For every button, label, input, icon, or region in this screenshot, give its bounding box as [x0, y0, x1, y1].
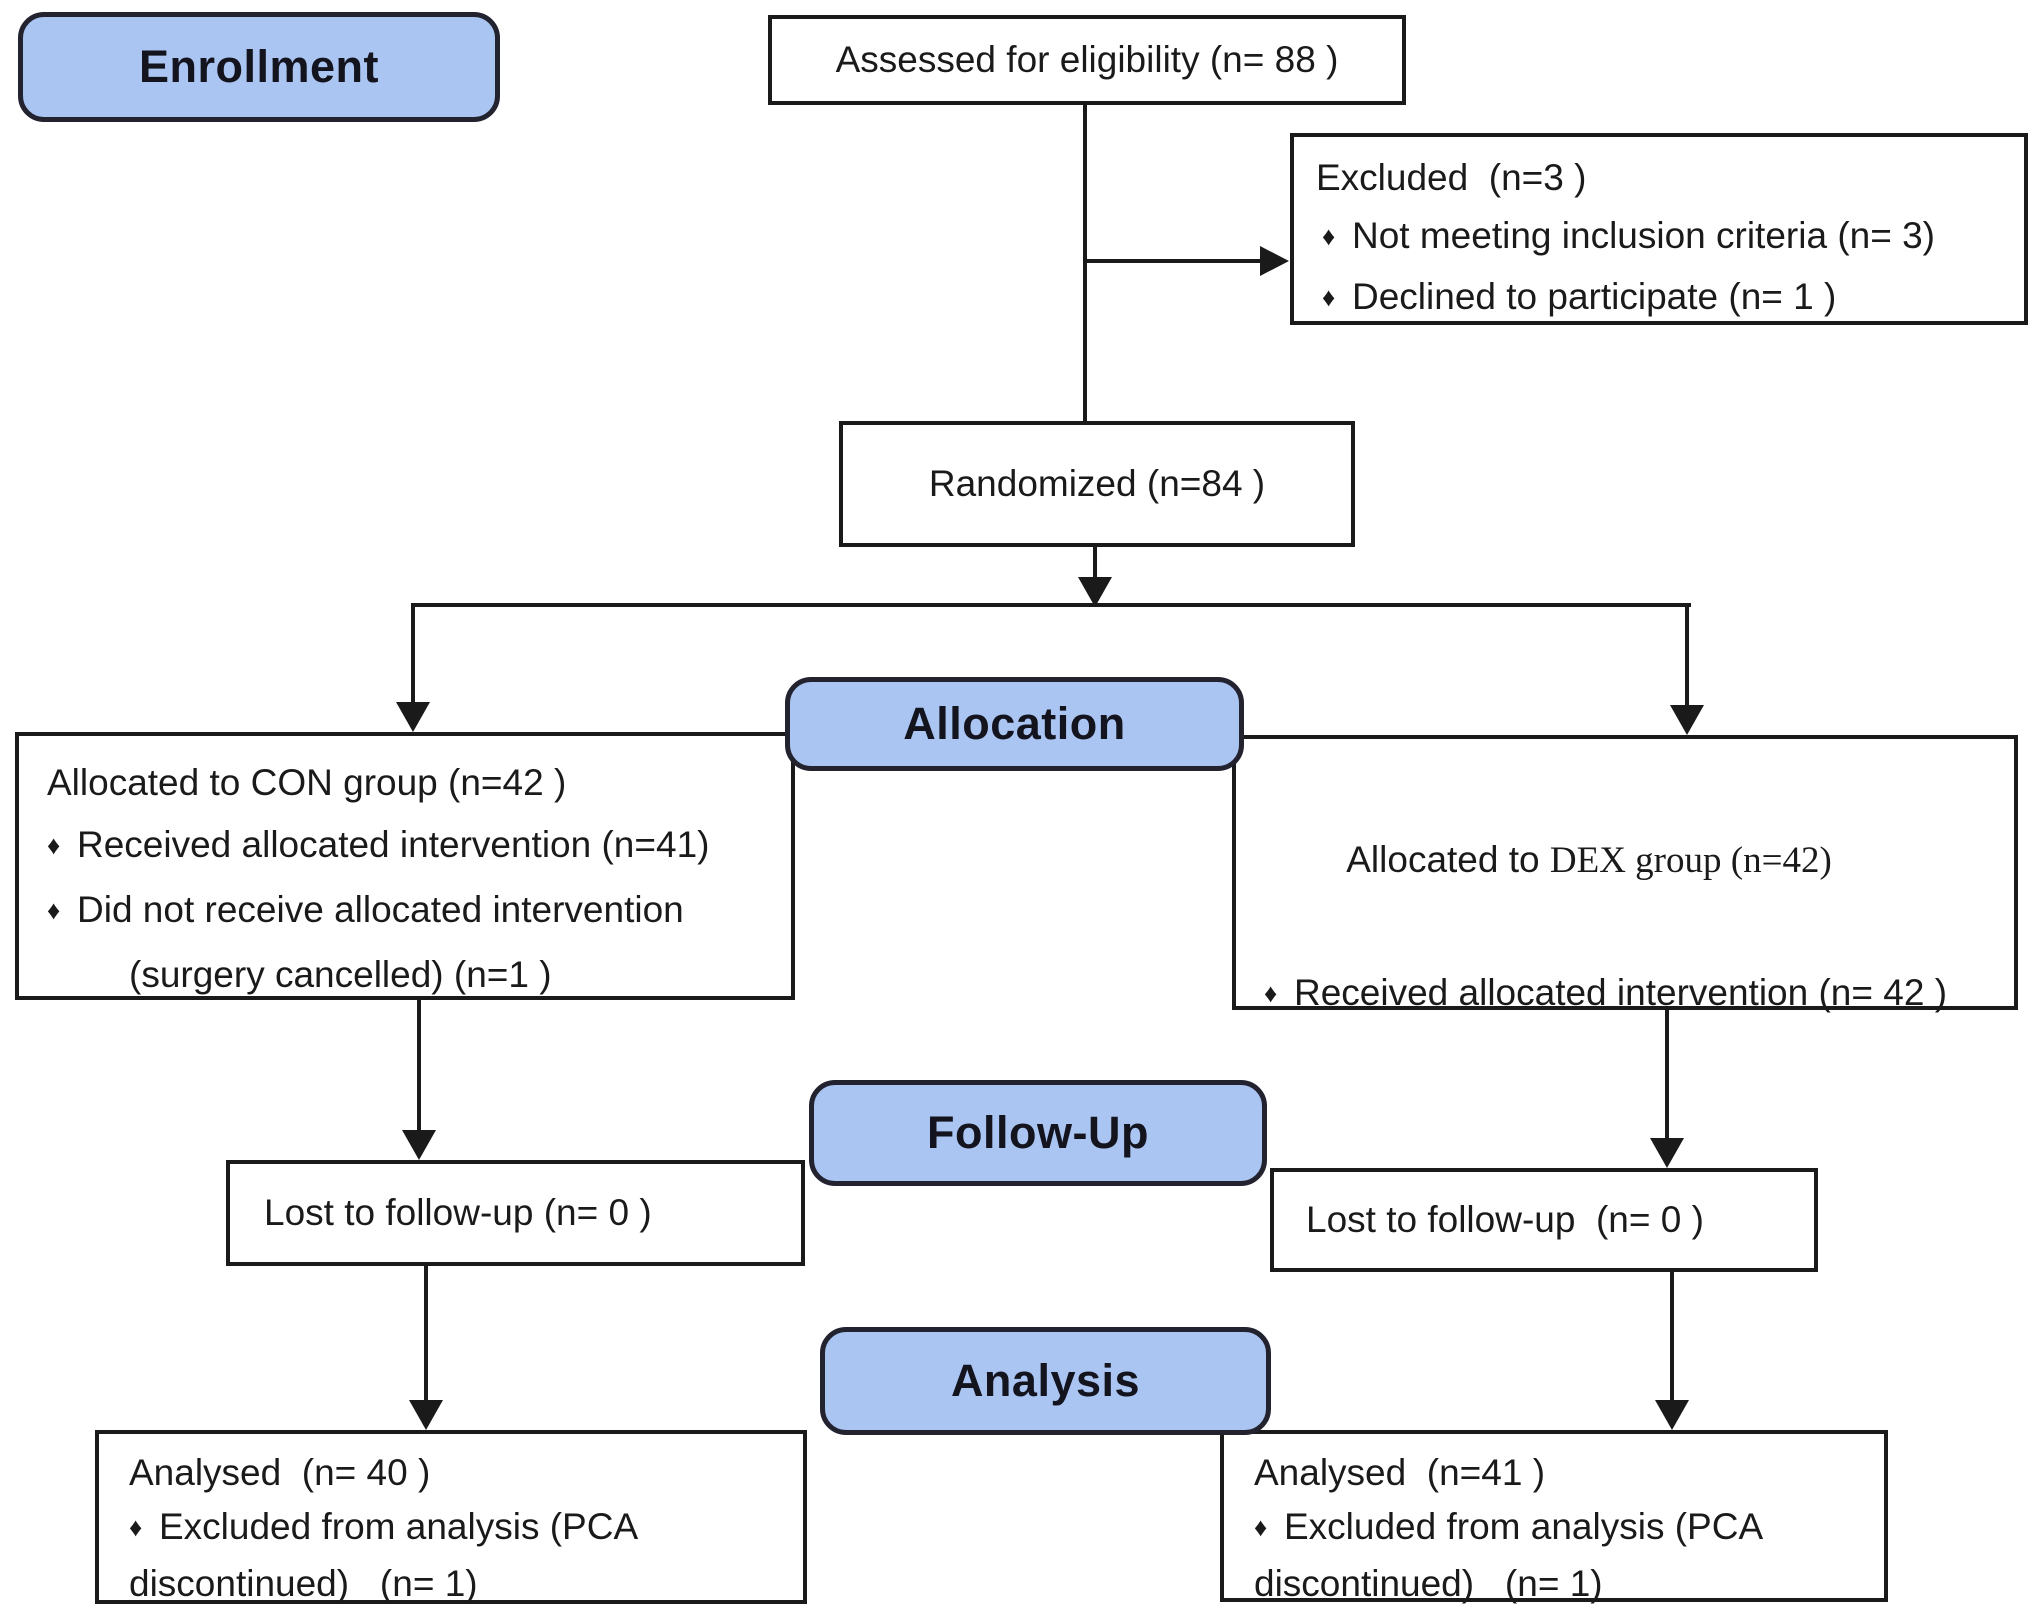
assessed-text: Assessed for eligibility (n= 88 ) [835, 39, 1339, 80]
stage-label-followup: Follow-Up [809, 1080, 1267, 1186]
diamond-bullet-icon: ♦ [47, 895, 61, 925]
alloc-dex-item: ♦ Received allocated intervention (n= 42… [1264, 960, 2008, 1029]
arrowhead-analysis-dex [1655, 1400, 1689, 1430]
box-allocated-dex: Allocated to DEX group (n=42) ♦ Received… [1232, 735, 2018, 1013]
alloc-con-item-continuation: (surgery cancelled) (n=1 ) [129, 954, 552, 995]
connector-randomized-to-split [1093, 547, 1097, 579]
box-assessed: Assessed for eligibility (n= 88 ) [768, 15, 1406, 105]
randomized-text: Randomized (n=84 ) [928, 463, 1266, 504]
analysis-con-title: Analysed (n= 40 ) [129, 1452, 431, 1493]
analysis-con-item: ♦ Excluded from analysis (PCA [129, 1500, 797, 1557]
alloc-dex-title: Allocated to DEX group (n=42) [1264, 761, 2008, 960]
box-allocated-con: Allocated to CON group (n=42 ) ♦ Receive… [15, 732, 795, 1000]
excluded-item: ♦ Not meeting inclusion criteria (n= 3) [1316, 207, 2018, 268]
analysis-con-item-text: Excluded from analysis (PCA [159, 1506, 639, 1547]
box-followup-con: Lost to follow-up (n= 0 ) [226, 1160, 805, 1266]
stage-label-analysis-text: Analysis [950, 1355, 1141, 1406]
diamond-bullet-icon: ♦ [1322, 221, 1336, 251]
stage-label-allocation-text: Allocation [903, 698, 1126, 749]
box-followup-dex: Lost to follow-up (n= 0 ) [1270, 1168, 1818, 1272]
box-excluded: Excluded (n=3 ) ♦ Not meeting inclusion … [1290, 133, 2028, 325]
diamond-bullet-icon: ♦ [129, 1512, 143, 1542]
alloc-con-title: Allocated to CON group (n=42 ) [47, 762, 567, 803]
stage-label-followup-text: Follow-Up [927, 1107, 1149, 1158]
analysis-dex-item: ♦ Excluded from analysis (PCA [1254, 1500, 1878, 1557]
diamond-bullet-icon: ♦ [47, 830, 61, 860]
alloc-con-item-text: Did not receive allocated intervention [77, 889, 684, 930]
stage-label-allocation: Allocation [785, 677, 1244, 771]
excluded-item: ♦ Declined to participate (n= 1 ) [1316, 268, 2018, 329]
arrowhead-alloc-dex [1670, 705, 1704, 735]
box-analysis-dex: Analysed (n=41 ) ♦ Excluded from analysi… [1220, 1430, 1888, 1604]
stage-label-enrollment: Enrollment [18, 12, 500, 122]
arrowhead-split [1078, 577, 1112, 607]
alloc-con-item: ♦ Received allocated intervention (n=41) [47, 814, 785, 879]
connector-split-to-dex [1685, 603, 1689, 706]
alloc-dex-item-text: Received allocated intervention (n= 42 ) [1294, 972, 1948, 1013]
split-line-allocation [411, 603, 1691, 607]
box-analysis-con: Analysed (n= 40 ) ♦ Excluded from analys… [95, 1430, 807, 1604]
arrowhead-excluded [1260, 246, 1289, 276]
diamond-bullet-icon: ♦ [1264, 978, 1278, 1008]
box-randomized: Randomized (n=84 ) [839, 421, 1355, 547]
excluded-item-text: Not meeting inclusion criteria (n= 3) [1352, 215, 1936, 256]
diamond-bullet-icon: ♦ [1254, 1512, 1268, 1542]
alloc-con-item: ♦ Did not receive allocated intervention [47, 879, 785, 944]
alloc-dex-title-pre: Allocated to [1346, 839, 1550, 880]
excluded-title: Excluded (n=3 ) [1316, 157, 1587, 198]
arrowhead-analysis-con [409, 1400, 443, 1430]
connector-con-to-analysis [424, 1266, 428, 1401]
diamond-bullet-icon: ♦ [1322, 282, 1336, 312]
arrowhead-followup-con [402, 1130, 436, 1160]
analysis-con-item-continuation: discontinued) (n= 1) [129, 1563, 478, 1604]
connector-dex-to-followup [1665, 1010, 1669, 1139]
alloc-dex-title-serif: DEX group (n=42) [1549, 840, 1832, 881]
connector-dex-to-analysis [1670, 1272, 1674, 1401]
analysis-dex-item-continuation: discontinued) (n= 1) [1254, 1563, 1603, 1604]
stage-label-analysis: Analysis [820, 1327, 1271, 1435]
analysis-dex-item-text: Excluded from analysis (PCA [1284, 1506, 1764, 1547]
alloc-con-item-text: Received allocated intervention (n=41) [77, 824, 710, 865]
followup-dex-text: Lost to follow-up (n= 0 ) [1306, 1199, 1704, 1240]
connector-assessed-to-randomized [1083, 95, 1087, 421]
analysis-dex-title: Analysed (n=41 ) [1254, 1452, 1546, 1493]
arrowhead-followup-dex [1650, 1138, 1684, 1168]
connector-con-to-followup [417, 1000, 421, 1131]
excluded-item-text: Declined to participate (n= 1 ) [1352, 276, 1837, 317]
arrowhead-alloc-con [396, 702, 430, 732]
connector-to-excluded [1085, 259, 1261, 263]
followup-con-text: Lost to follow-up (n= 0 ) [264, 1192, 652, 1233]
stage-label-enrollment-text: Enrollment [138, 41, 380, 92]
connector-split-to-con [411, 603, 415, 703]
